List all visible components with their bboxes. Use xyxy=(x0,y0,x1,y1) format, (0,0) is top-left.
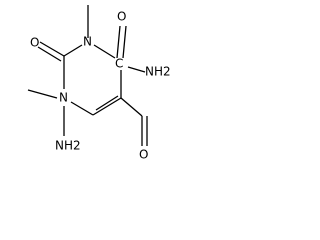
bond-cq-nh2 xyxy=(127,66,146,73)
bond-c2-o-left-b xyxy=(37,46,62,62)
bond-c2-o-left-a xyxy=(39,41,65,57)
bond-ntop-cq xyxy=(93,44,116,59)
bond-c6-c5-a xyxy=(92,97,122,116)
atom-o-left: O xyxy=(30,36,39,50)
bond-c6-c5-b xyxy=(95,95,119,111)
atom-c-quaternary: C xyxy=(115,57,123,71)
bond-ntop-c2 xyxy=(63,44,83,57)
bond-co-top-b xyxy=(122,25,127,59)
bond-c5-cho xyxy=(120,97,143,117)
atom-n-left: N xyxy=(59,91,68,105)
atom-n-top: N xyxy=(83,35,92,49)
molecule-canvas: O N O C NH2 N NH2 O xyxy=(0,0,174,171)
atom-nh2-right: NH2 xyxy=(145,65,171,79)
atom-o-top: O xyxy=(117,10,126,24)
molecule-structure: O N O C NH2 N NH2 O xyxy=(27,5,171,162)
atom-o-aldehyde: O xyxy=(139,148,148,162)
atom-nh2-bottom: NH2 xyxy=(55,139,81,153)
bond-nleft-c6 xyxy=(70,101,94,116)
bond-nleft-methyl xyxy=(27,89,58,99)
bond-co-top-a xyxy=(116,25,121,59)
